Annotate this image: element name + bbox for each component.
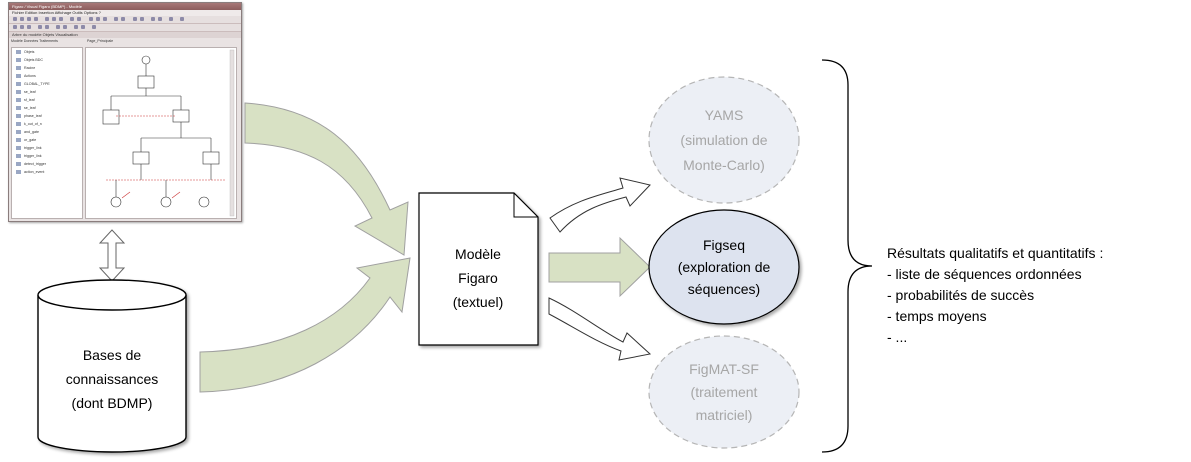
tree-item: k_out_of_n: [12, 120, 82, 128]
tree-item: phase_leaf: [12, 112, 82, 120]
modele-label-1: Modèle: [455, 246, 501, 262]
tree-item: trigger_link: [12, 152, 82, 160]
curved-arrow-upper: [244, 102, 409, 256]
tree-item-label: sf_leaf: [24, 98, 35, 102]
screenshot-toolbar-2: [9, 24, 241, 32]
tree-item-icon: [16, 106, 21, 110]
arrow-to-figmat: [548, 297, 652, 361]
tree-item: Actions: [12, 72, 82, 80]
figmat-label-2: (traitement: [691, 384, 758, 400]
yams-label-1: YAMS: [705, 107, 744, 123]
tree-item-icon: [16, 162, 21, 166]
results-item: - probabilités de succès: [887, 287, 1034, 303]
tree-item: trigger_link: [12, 144, 82, 152]
figmat-ellipse: [648, 335, 800, 449]
yams-label-2: (simulation de: [680, 132, 767, 148]
figmat-label-1: FigMAT-SF: [689, 361, 759, 377]
double-arrow-icon: [98, 229, 126, 282]
tree-item-label: phase_leaf: [24, 114, 42, 118]
curved-arrow-lower: [199, 257, 411, 393]
curly-brace: [821, 59, 873, 453]
tree-item: action_event: [12, 168, 82, 176]
figseq-label-2: (exploration de: [678, 259, 771, 275]
tree-item-icon: [16, 154, 21, 158]
tree-item-label: trigger_link: [24, 146, 42, 150]
tree-item-icon: [16, 82, 21, 86]
tree-item: and_gate: [12, 128, 82, 136]
tree-item-icon: [16, 138, 21, 142]
tree-item-icon: [16, 114, 21, 118]
tree-item-label: or_gate: [24, 138, 37, 142]
tree-item-icon: [16, 122, 21, 126]
screenshot-canvas-tab: Page_Principale: [87, 39, 114, 43]
bases-label-1: Bases de: [83, 347, 142, 363]
arrow-to-figseq: [548, 236, 651, 298]
tree-item: or_gate: [12, 136, 82, 144]
editor-screenshot: Figaro / Visual Figaro (BDMP) - Modèle F…: [8, 2, 242, 222]
figseq-ellipse: [648, 209, 800, 325]
database-cylinder: [37, 279, 187, 453]
modele-label-2: Figaro: [458, 270, 498, 286]
tree-item-label: Actions: [24, 74, 36, 78]
tree-item-label: Objets BDC: [24, 58, 43, 62]
tree-item-icon: [16, 130, 21, 134]
tree-item-label: GLOBAL_TYPE: [24, 82, 50, 86]
tree-item: GLOBAL_TYPE: [12, 80, 82, 88]
results-title: Résultats qualitatifs et quantitatifs :: [887, 245, 1103, 261]
tree-item: se_leaf: [12, 104, 82, 112]
bases-label-2: connaissances: [66, 371, 159, 387]
figseq-label-3: séquences): [688, 281, 760, 297]
bases-label-3: (dont BDMP): [72, 395, 153, 411]
tree-item-icon: [16, 58, 21, 62]
screenshot-subbar: Arbre du modèle Objets Visualisation: [9, 32, 241, 38]
tree-item-label: Objets: [24, 50, 35, 54]
screenshot-tabs: Modèle Données Traitements: [11, 39, 58, 43]
tree-item: se_leaf: [12, 88, 82, 96]
tree-item-label: se_leaf: [24, 90, 36, 94]
tree-item-icon: [16, 170, 21, 174]
tree-item: Racine: [12, 64, 82, 72]
tree-item-label: Racine: [24, 66, 36, 70]
figmat-label-3: matriciel): [696, 407, 753, 423]
tree-item-icon: [16, 146, 21, 150]
figseq-label-1: Figseq: [703, 237, 745, 253]
tree-item-icon: [16, 66, 21, 70]
tree-item-icon: [16, 90, 21, 94]
screenshot-toolbar: [9, 16, 241, 24]
tree-item-label: se_leaf: [24, 106, 36, 110]
tree-item: Objets BDC: [12, 56, 82, 64]
tree-item-icon: [16, 98, 21, 102]
bdmp-diagram-thumbnail: [102, 49, 235, 217]
results-item: - liste de séquences ordonnées: [887, 266, 1082, 282]
screenshot-titlebar: Figaro / Visual Figaro (BDMP) - Modèle: [9, 3, 241, 10]
screenshot-canvas: [85, 47, 237, 219]
results-item: - temps moyens: [887, 308, 987, 324]
tree-item-icon: [16, 50, 21, 54]
arrow-to-yams: [549, 177, 651, 233]
results-item: - ...: [887, 329, 907, 345]
tree-item-label: action_event: [24, 170, 45, 174]
tree-item-label: and_gate: [24, 130, 39, 134]
tree-item-label: k_out_of_n: [24, 122, 42, 126]
tree-item: sf_leaf: [12, 96, 82, 104]
tree-item: Objets: [12, 48, 82, 56]
tree-item: detect_trigger: [12, 160, 82, 168]
screenshot-menubar: Fichier Edition Insertion Affichage Outi…: [9, 10, 241, 16]
tree-item-icon: [16, 74, 21, 78]
yams-label-3: Monte-Carlo): [683, 157, 765, 173]
modele-label-3: (textuel): [453, 294, 504, 310]
tree-item-label: trigger_link: [24, 154, 42, 158]
modele-document: [418, 192, 539, 346]
tree-item-label: detect_trigger: [24, 162, 46, 166]
yams-ellipse: [648, 76, 800, 204]
